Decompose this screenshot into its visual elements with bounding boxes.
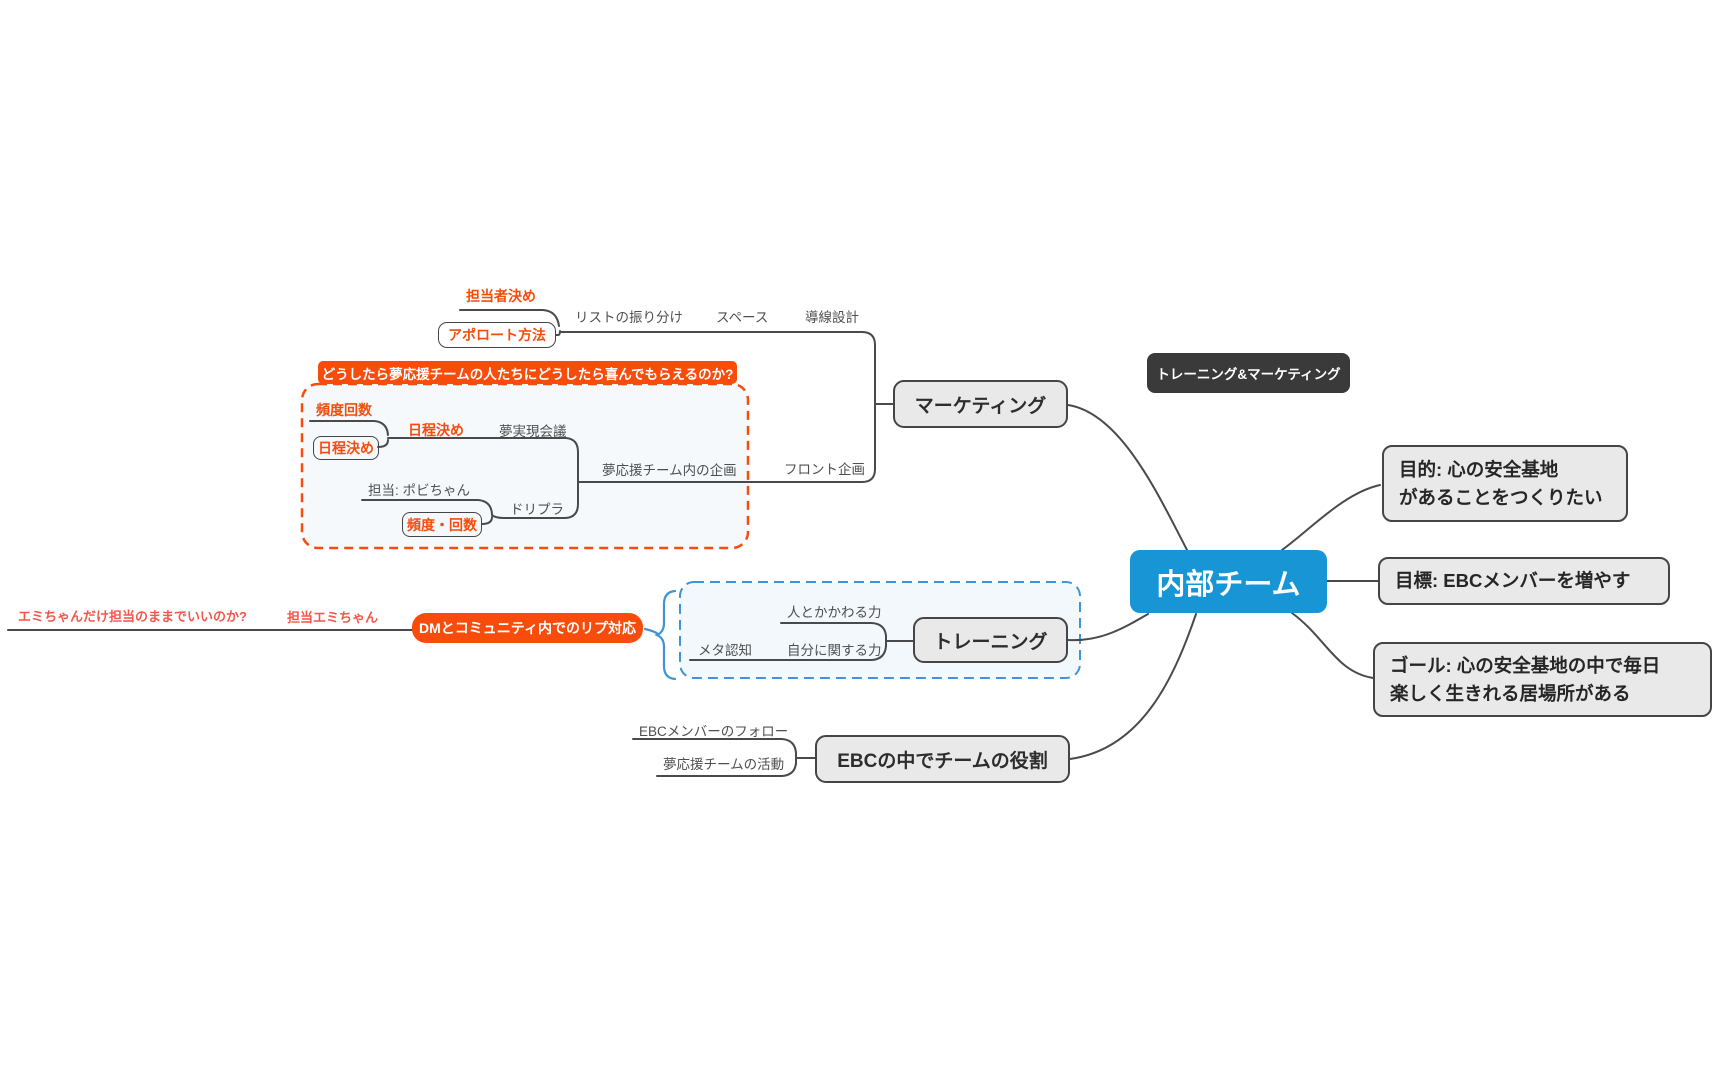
link-lines [7,309,1381,777]
marketing-boundary[interactable] [300,382,750,550]
topic-space[interactable]: スペース [716,310,769,325]
card-target[interactable]: 目標: EBCメンバーを増やす [1378,557,1670,605]
topic-frequency[interactable]: 頻度回数 [316,402,372,418]
topic-meta[interactable]: メタ認知 [698,643,752,658]
topic-ebc-activity[interactable]: 夢応援チームの活動 [663,757,785,772]
topic-dripla[interactable]: ドリプラ [510,502,564,517]
floating-topic-label[interactable]: トレーニング&マーケティング [1147,353,1350,393]
topic-list-sorting[interactable]: リストの振り分け [575,310,683,325]
node-marketing[interactable]: マーケティング [893,380,1068,428]
topic-frequency-boxed[interactable]: 頻度・回数 [402,512,482,537]
topic-dream-meeting[interactable]: 夢実現会議 [499,424,567,439]
topic-people-skill[interactable]: 人とかかわる力 [787,605,882,620]
node-training[interactable]: トレーニング [913,617,1068,663]
topic-line-design[interactable]: 導線設計 [805,310,859,325]
topic-schedule-boxed[interactable]: 日程決め [313,436,379,460]
topic-emi-question[interactable]: エミちゃんだけ担当のままでいいのか? [18,609,247,624]
card-goal[interactable]: ゴール: 心の安全基地の中で毎日 楽しく生きれる居場所がある [1373,642,1712,717]
topic-ebc-follow[interactable]: EBCメンバーのフォロー [639,724,789,739]
topic-person-decide[interactable]: 担当者決め [466,288,536,304]
card-purpose[interactable]: 目的: 心の安全基地 があることをつくりたい [1382,445,1628,522]
topic-appointment-method[interactable]: アポロート方法 [438,322,556,348]
topic-team-plan[interactable]: 夢応援チーム内の企画 [602,463,737,478]
node-internal-team[interactable]: 内部チーム [1130,550,1327,613]
topic-dm-reply[interactable]: DMとコミュニティ内でのリプ対応 [412,613,643,643]
summary-brace[interactable] [643,589,677,681]
topic-schedule[interactable]: 日程決め [408,422,464,438]
topic-self-skill[interactable]: 自分に関する力 [787,643,882,658]
question-banner[interactable]: どうしたら夢応援チームの人たちにどうしたら喜んでもらえるのか? [318,361,737,384]
node-ebc-role[interactable]: EBCの中でチームの役割 [815,735,1070,783]
topic-front-plan[interactable]: フロント企画 [784,462,865,477]
topic-popi[interactable]: 担当: ポビちゃん [368,483,471,498]
topic-emi[interactable]: 担当エミちゃん [287,610,379,625]
